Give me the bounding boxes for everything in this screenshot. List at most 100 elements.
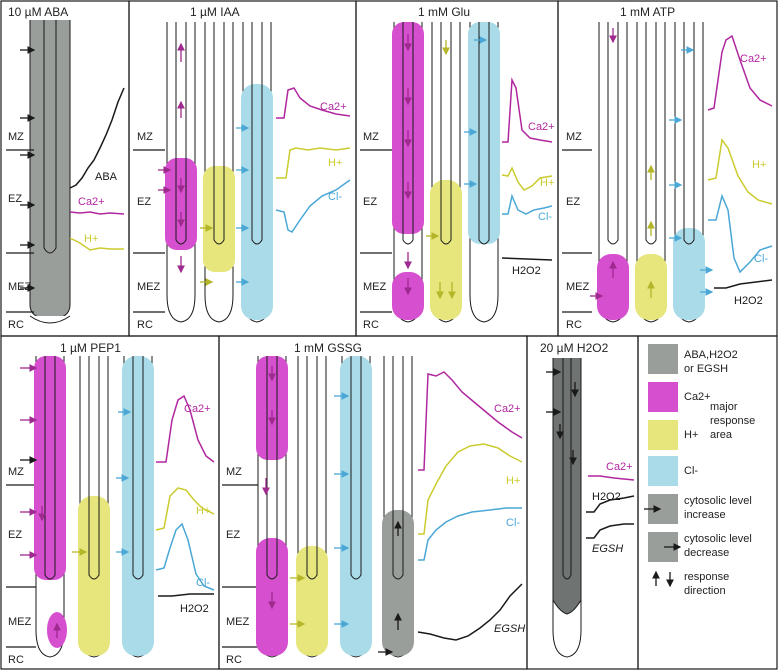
root-pep1-ca xyxy=(20,356,67,658)
panel-title-gssg: 1 mM GSSG xyxy=(294,341,362,355)
label-h-gssg: H+ xyxy=(506,475,520,487)
root-aba xyxy=(20,20,71,324)
zone-ez: EZ xyxy=(566,196,580,208)
zone-labels-iaa: MZ EZ MEZ RC xyxy=(133,131,165,331)
panel-aba: 10 µM ABA MZ EZ MEZ RC xyxy=(6,5,125,331)
trace-aba xyxy=(69,87,125,189)
label-ca-h2o2: Ca2+ xyxy=(606,461,633,473)
panel-title-aba: 10 µM ABA xyxy=(8,5,68,19)
zone-mz: MZ xyxy=(566,131,582,143)
panel-title-h2o2: 20 µM H2O2 xyxy=(540,341,609,355)
root-iaa-cl xyxy=(236,22,273,323)
legend-swatch-ca xyxy=(648,382,678,412)
legend-response: response xyxy=(710,415,755,427)
legend-swatch-h xyxy=(648,420,678,450)
root-pep1-cl xyxy=(116,356,154,658)
label-ca-iaa: Ca2+ xyxy=(320,101,347,113)
root-pep1-h xyxy=(72,356,110,658)
label-h-aba: H+ xyxy=(84,233,98,245)
legend-item1: ABA,H2O2 xyxy=(684,349,738,361)
legend-area: area xyxy=(710,429,733,441)
zone-mez: MEZ xyxy=(8,281,32,293)
panel-iaa: 1 µM IAA MZ EZ MEZ RC xyxy=(133,5,351,331)
label-cl-iaa: Cl- xyxy=(328,191,342,203)
zone-rc: RC xyxy=(226,654,242,666)
traces-glu xyxy=(501,77,553,261)
panel-title-pep1: 1 µM PEP1 xyxy=(60,341,121,355)
traces-atp xyxy=(707,34,773,289)
root-gssg-egsh xyxy=(378,356,414,658)
trace-ca-aba xyxy=(69,211,125,215)
label-ca-pep1: Ca2+ xyxy=(184,403,211,415)
label-egsh-h2o2: EGSH xyxy=(592,543,623,555)
legend-item1b: or EGSH xyxy=(684,363,728,375)
label-h-atp: H+ xyxy=(752,159,766,171)
root-iaa-h xyxy=(200,22,235,323)
root-h2o2 xyxy=(546,358,582,658)
label-h2o2-glu: H2O2 xyxy=(512,265,541,277)
root-glu-h xyxy=(426,22,462,323)
zone-ez: EZ xyxy=(226,529,240,541)
trace-h-aba xyxy=(69,237,124,251)
legend-direction2: direction xyxy=(684,585,726,597)
label-cl-gssg: Cl- xyxy=(506,517,520,529)
label-ca-atp: Ca2+ xyxy=(740,53,767,65)
label-ca-glu: Ca2+ xyxy=(528,121,555,133)
zone-rc: RC xyxy=(566,319,582,331)
zone-labels-atp: MZ EZ MEZ RC xyxy=(562,131,592,331)
zone-ez: EZ xyxy=(8,529,22,541)
label-h-iaa: H+ xyxy=(328,157,342,169)
zone-labels-pep1: MZ EZ MEZ RC xyxy=(6,466,36,666)
zone-rc: RC xyxy=(137,319,153,331)
root-atp-cl xyxy=(669,22,714,323)
legend-item2: Ca2+ xyxy=(684,391,711,403)
traces-pep1 xyxy=(155,394,215,597)
legend-major: major xyxy=(710,401,738,413)
traces-aba xyxy=(69,87,125,251)
traces-iaa xyxy=(275,87,351,233)
zone-rc: RC xyxy=(8,654,24,666)
label-ca-aba: Ca2+ xyxy=(78,196,105,208)
zone-mz: MZ xyxy=(226,466,242,478)
root-glu-cl xyxy=(464,22,500,323)
label-ca-gssg: Ca2+ xyxy=(494,403,521,415)
zone-labels-glu: MZ EZ MEZ RC xyxy=(360,131,392,331)
zone-ez: EZ xyxy=(363,196,377,208)
panel-title-iaa: 1 µM IAA xyxy=(190,5,240,19)
root-gssg-cl xyxy=(334,356,372,658)
panel-title-atp: 1 mM ATP xyxy=(620,5,675,19)
legend-item4: Cl- xyxy=(684,465,698,477)
panel-gssg: 1 mM GSSG MZ EZ MEZ RC xyxy=(222,341,525,666)
label-cl-pep1: Cl- xyxy=(196,577,210,589)
zone-mez: MEZ xyxy=(8,616,32,628)
label-cl-atp: Cl- xyxy=(754,253,768,265)
label-h-pep1: H+ xyxy=(196,505,210,517)
panel-title-glu: 1 mM Glu xyxy=(418,5,470,19)
zone-labels-gssg: MZ EZ MEZ RC xyxy=(222,466,258,666)
zone-mez: MEZ xyxy=(566,281,590,293)
root-iaa-ca xyxy=(158,22,197,323)
legend-increase1: cytosolic level xyxy=(684,495,752,507)
root-glu-ca xyxy=(392,22,424,323)
legend-direction1: response xyxy=(684,571,729,583)
legend-decrease2: decrease xyxy=(684,547,729,559)
label-cl-glu: Cl- xyxy=(538,211,552,223)
traces-gssg xyxy=(417,371,523,641)
zone-mz: MZ xyxy=(137,131,153,143)
label-egsh-gssg: EGSH xyxy=(494,623,525,635)
legend-item3: H+ xyxy=(684,429,698,441)
zone-mz: MZ xyxy=(8,131,24,143)
label-h2o2-pep1: H2O2 xyxy=(180,603,209,615)
legend-swatch-cl xyxy=(648,456,678,486)
panel-glu: 1 mM Glu MZ EZ MEZ RC xyxy=(360,5,555,331)
label-aba: ABA xyxy=(95,171,118,183)
label-h-glu: H+ xyxy=(540,177,554,189)
zone-ez: EZ xyxy=(137,196,151,208)
legend: ABA,H2O2 or EGSH Ca2+ H+ Cl- major respo… xyxy=(644,344,755,597)
zone-rc: RC xyxy=(363,319,379,331)
panel-h2o2: 20 µM H2O2 Ca2+ H2O2 EGSH xyxy=(540,341,635,658)
panel-atp: 1 mM ATP MZ EZ MEZ RC xyxy=(562,5,773,331)
zone-mez: MEZ xyxy=(363,281,387,293)
